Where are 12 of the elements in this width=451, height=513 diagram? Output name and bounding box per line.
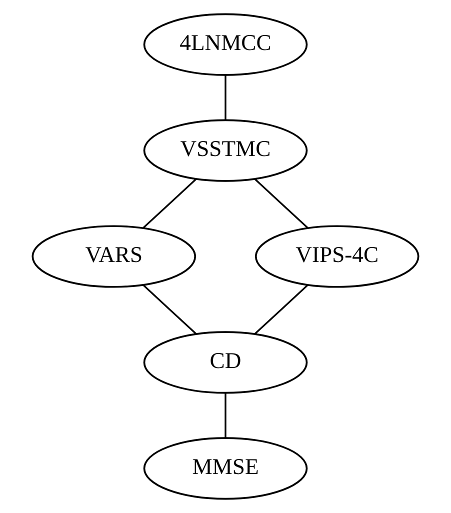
node-ellipse: VSSTMC xyxy=(143,119,308,182)
connector xyxy=(224,75,226,120)
connector xyxy=(142,284,197,334)
node-ellipse: VIPS-4C xyxy=(254,225,420,288)
node-ellipse: CD xyxy=(143,331,308,394)
connector xyxy=(142,178,197,228)
connector xyxy=(254,178,308,228)
node-ellipse: MMSE xyxy=(143,437,308,500)
connector xyxy=(254,284,308,334)
connector xyxy=(224,393,226,438)
node-ellipse: 4LNMCC xyxy=(143,13,308,76)
node-ellipse: VARS xyxy=(32,225,196,288)
